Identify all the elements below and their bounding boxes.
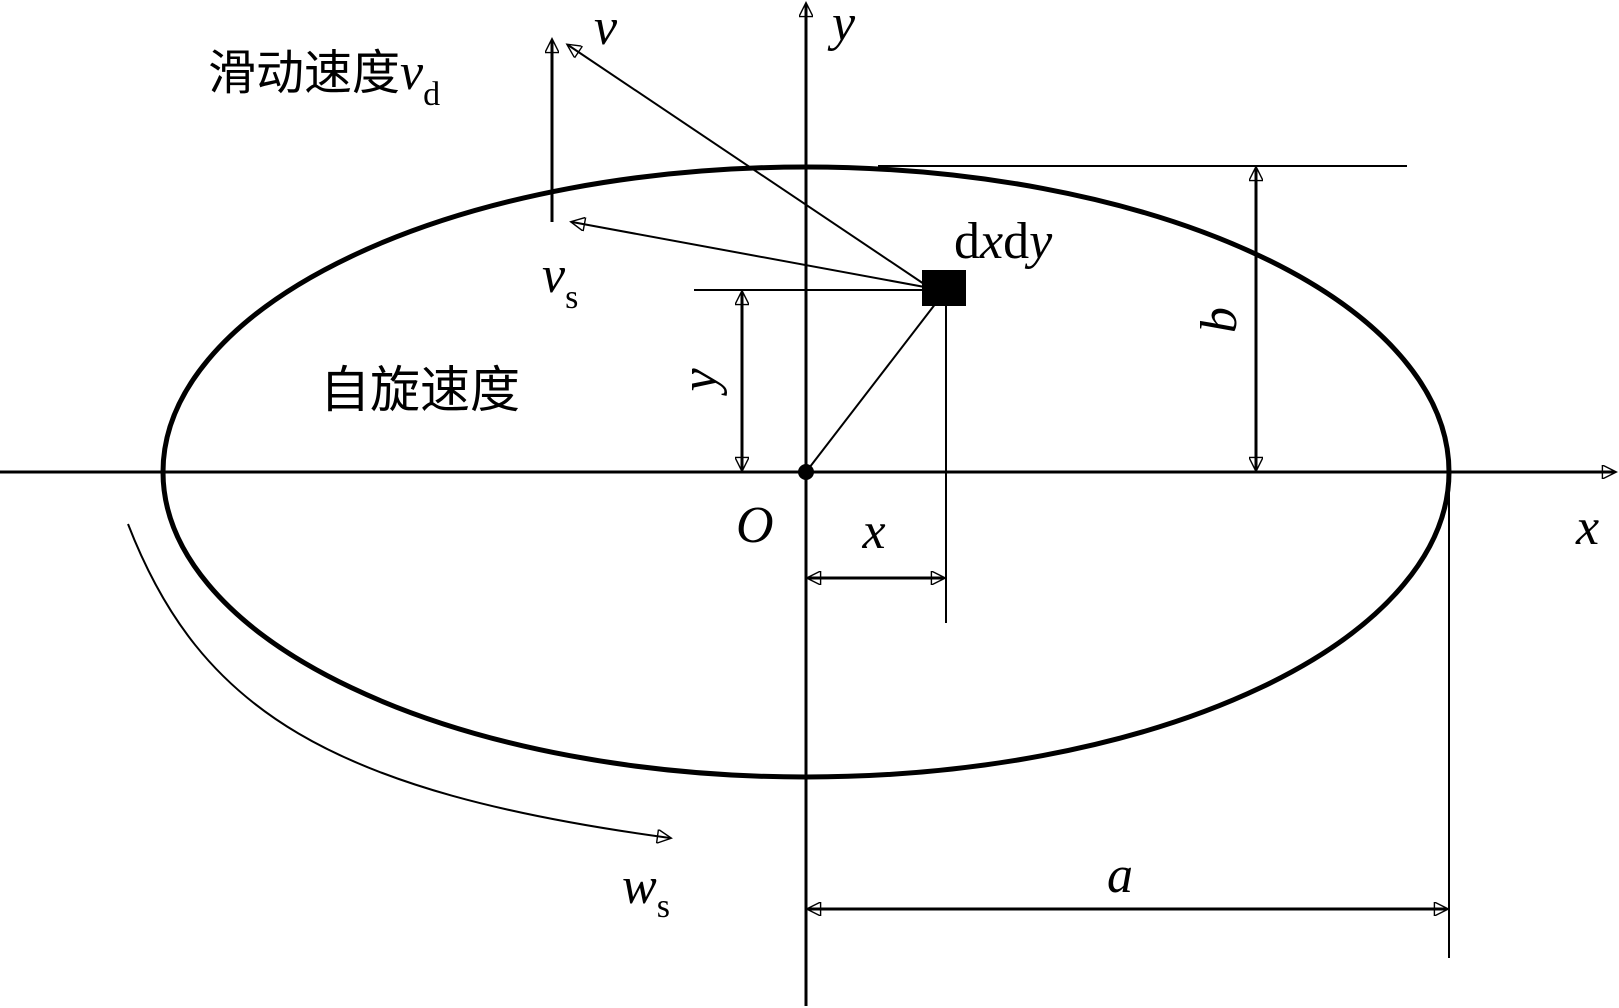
origin-point	[798, 464, 814, 480]
origin-label: O	[736, 497, 774, 554]
radius-line	[805, 289, 947, 473]
area-element-label: dxdy	[954, 213, 1053, 270]
dim-y-label: y	[671, 368, 728, 397]
dim-x-label: x	[861, 503, 885, 560]
velocity-v-label: v	[594, 0, 618, 56]
slide-velocity-label: 滑动速度vd	[208, 44, 440, 113]
x-axis-label: x	[1575, 499, 1599, 556]
dim-a-label: a	[1107, 847, 1133, 904]
y-axis-label: y	[827, 0, 856, 52]
spin-rotation-arrow	[127, 523, 670, 838]
angular-velocity-label: ws	[622, 858, 670, 925]
velocity-v-arrow	[568, 45, 931, 289]
spin-velocity-text: 自旋速度	[320, 361, 520, 419]
spin-velocity-vs-label: vs	[542, 247, 578, 316]
spin-velocity-vs-arrow	[572, 222, 931, 289]
dim-b-label: b	[1191, 307, 1248, 333]
area-element-dxdy	[922, 270, 966, 306]
